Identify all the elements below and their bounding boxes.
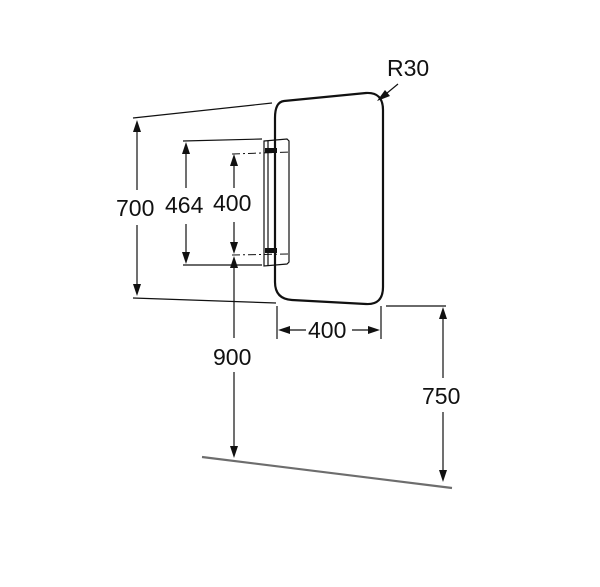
label-750: 750 (422, 383, 460, 409)
label-900: 900 (213, 344, 251, 370)
arrowhead-464-top (182, 142, 190, 154)
arrowhead-750-bottom (439, 470, 447, 482)
side-cabinet (263, 138, 290, 267)
label-464: 464 (165, 192, 204, 218)
arrowhead-radius (377, 90, 390, 101)
arrowhead-750-top (439, 307, 447, 319)
label-radius: R30 (387, 55, 429, 81)
floor-line (201, 455, 453, 490)
label-400-horizontal: 400 (308, 317, 346, 343)
arrowhead-400h-left (278, 326, 290, 334)
ext-line-top-464 (182, 138, 263, 142)
label-400-vertical: 400 (213, 190, 251, 216)
mirror-panel-outline (273, 91, 385, 306)
side-cabinet-clip-bottom (265, 248, 277, 253)
arrowhead-464-bottom (182, 252, 190, 264)
ext-line-bottom-700 (132, 297, 277, 304)
centerline-bottom-400 (231, 253, 291, 256)
arrowhead-700-top (133, 120, 141, 132)
centerline-top-400 (231, 151, 291, 155)
ext-line-top-700 (132, 102, 273, 119)
arrowhead-900-bottom (230, 446, 238, 458)
label-700: 700 (116, 195, 154, 221)
arrowhead-900-top (230, 256, 238, 268)
side-cabinet-clip-top (265, 148, 277, 153)
arrowhead-400v-top (230, 154, 238, 166)
arrowhead-700-bottom (133, 284, 141, 296)
arrowhead-400h-right (368, 326, 380, 334)
arrowhead-400v-bottom (230, 242, 238, 254)
